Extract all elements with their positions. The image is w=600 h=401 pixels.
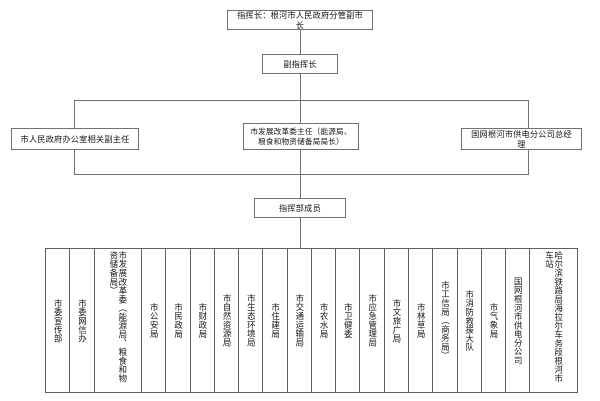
- member-cell[interactable]: 哈尔滨铁路局海拉尔车务段根河市车站: [530, 249, 577, 392]
- member-label: 市林草局: [416, 302, 427, 339]
- member-label: 市住建局: [270, 302, 281, 339]
- member-cell[interactable]: 市自然资源局: [215, 249, 240, 392]
- node-power-company-gm[interactable]: 国网根河市供电分公司总经理: [461, 128, 582, 150]
- member-cell[interactable]: 市工信局（商务局）: [433, 249, 458, 392]
- connector-power-company-down: [528, 150, 529, 174]
- member-label: 市应急管理局: [367, 294, 378, 347]
- connector-hq-members-to-table: [300, 218, 301, 248]
- connector-gov-office-down: [74, 150, 75, 174]
- connector-commander-to-deputy: [300, 30, 301, 54]
- member-label: 市消防救援大队: [464, 289, 475, 352]
- member-cell[interactable]: 市委网信办: [70, 249, 95, 392]
- node-hq-members[interactable]: 指挥部成员: [254, 198, 346, 218]
- member-cell[interactable]: 市住建局: [263, 249, 288, 392]
- node-deputy-commander[interactable]: 副指挥长: [262, 54, 338, 74]
- node-commander[interactable]: 指挥长：根河市人民政府分管副市长: [227, 10, 373, 30]
- connector-bus-to-hq-members: [300, 174, 301, 198]
- member-cell[interactable]: 市交通运输局: [288, 249, 312, 392]
- node-ndrc-director[interactable]: 市发展改革委主任（能源局、粮食和物资储备局局长）: [243, 123, 359, 150]
- member-cell[interactable]: 市农水局: [312, 249, 337, 392]
- node-gov-office-deputy-director[interactable]: 市人民政府办公室相关副主任: [11, 128, 139, 150]
- member-label: 市委宣传部: [53, 298, 64, 343]
- member-cell[interactable]: 市财政局: [191, 249, 215, 392]
- member-cell[interactable]: 市卫健委: [336, 249, 361, 392]
- connector-bus-drop-right: [528, 100, 529, 128]
- member-cell[interactable]: 市消防救援大队: [458, 249, 482, 392]
- member-cell[interactable]: 市林草局: [409, 249, 434, 392]
- member-label: 市生态环境局: [246, 294, 257, 347]
- member-label: 国网根河市供电分公司: [513, 276, 524, 365]
- member-cell[interactable]: 市公安局: [142, 249, 167, 392]
- member-label: 市发展改革委（能源局、粮食和物资储备局）: [108, 251, 128, 383]
- connector-bus-drop-center: [300, 100, 301, 128]
- member-label: 市文旅广局: [391, 298, 402, 343]
- connector-ndrc-down: [300, 150, 301, 174]
- member-cell[interactable]: 市委宣传部: [46, 249, 71, 392]
- member-label: 市公安局: [149, 302, 160, 339]
- member-cell[interactable]: 市应急管理局: [360, 249, 385, 392]
- member-label: 市气象局: [488, 302, 499, 339]
- member-label: 市农水局: [319, 302, 330, 339]
- member-cell[interactable]: 国网根河市供电分公司: [506, 249, 531, 392]
- member-label: 市卫健委: [343, 302, 354, 339]
- member-label: 市工信局（商务局）: [440, 280, 451, 361]
- member-label: 市自然资源局: [222, 294, 233, 347]
- member-cell[interactable]: 市发展改革委（能源局、粮食和物资储备局）: [95, 249, 143, 392]
- connector-bus-level3: [74, 100, 529, 101]
- member-label: 市财政局: [197, 302, 208, 339]
- member-cell[interactable]: 市民政局: [166, 249, 191, 392]
- member-cell[interactable]: 市生态环境局: [239, 249, 264, 392]
- member-cell[interactable]: 市气象局: [482, 249, 507, 392]
- member-cell[interactable]: 市文旅广局: [385, 249, 409, 392]
- members-table: 市委宣传部 市委网信办 市发展改革委（能源局、粮食和物资储备局） 市公安局 市民政局 市财…: [45, 248, 578, 393]
- member-label: 市民政局: [173, 302, 184, 339]
- member-label: 市交通运输局: [294, 294, 305, 347]
- member-label: 哈尔滨铁路局海拉尔车务段根河市车站: [544, 251, 564, 383]
- connector-bus-drop-left: [74, 100, 75, 128]
- connector-bus-level4: [74, 174, 529, 175]
- member-label: 市委网信办: [77, 298, 88, 343]
- connector-deputy-to-bus: [300, 74, 301, 100]
